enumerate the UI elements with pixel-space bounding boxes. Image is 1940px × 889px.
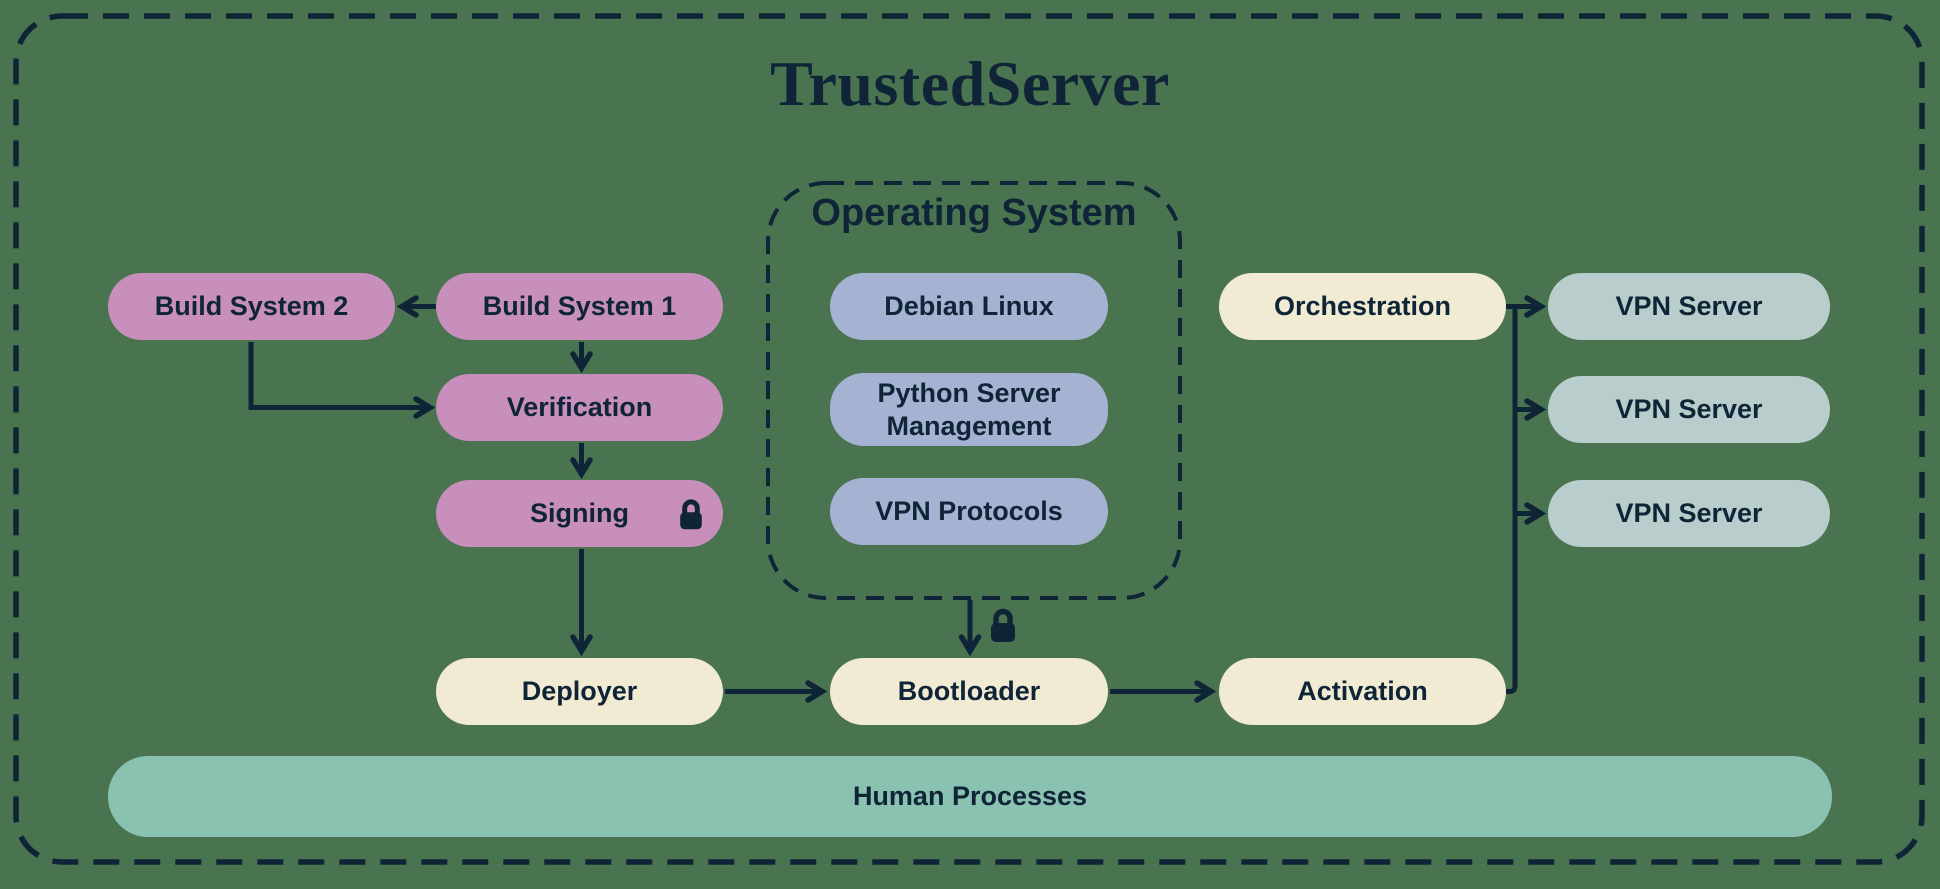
page-title: TrustedServer: [770, 48, 1170, 119]
bar-label: Human Processes: [852, 781, 1088, 811]
node-label: VPN Protocols: [875, 496, 1063, 527]
node-vpn-server-1: VPN Server: [1548, 273, 1830, 340]
node-deployer: Deployer: [436, 658, 723, 725]
node-python-server-management: Python Server Management: [830, 373, 1108, 446]
node-orchestration: Orchestration: [1219, 273, 1506, 340]
node-label: Python Server Management: [877, 378, 1061, 441]
node-label: VPN Server: [1615, 394, 1763, 425]
node-label: Build System 2: [154, 291, 349, 322]
node-debian-linux: Debian Linux: [830, 273, 1108, 340]
node-label: Activation: [1297, 676, 1428, 707]
node-signing: Signing: [436, 480, 723, 547]
operating-system-dashed-border: [766, 181, 1182, 600]
human-processes-bar: Human Processes: [108, 756, 1832, 837]
lock-icon: [991, 608, 1015, 642]
node-label: Verification: [506, 392, 653, 423]
node-vpn-protocols: VPN Protocols: [830, 478, 1108, 545]
node-label: Orchestration: [1273, 291, 1452, 322]
node-verification: Verification: [436, 374, 723, 441]
node-build-system-1: Build System 1: [436, 273, 723, 340]
node-bootloader: Bootloader: [830, 658, 1108, 725]
node-vpn-server-3: VPN Server: [1548, 480, 1830, 547]
lock-icon: [680, 498, 702, 529]
node-activation: Activation: [1219, 658, 1506, 725]
arrow-bs2-to-verification: [248, 342, 436, 419]
node-build-system-2: Build System 2: [108, 273, 395, 340]
node-vpn-server-2: VPN Server: [1548, 376, 1830, 443]
node-label: Bootloader: [897, 676, 1041, 707]
node-label: Debian Linux: [884, 291, 1054, 322]
node-label: Deployer: [521, 676, 638, 707]
operating-system-group-title: Operating System: [811, 192, 1137, 234]
node-label: Signing: [530, 498, 629, 529]
outer-dashed-border: [13, 13, 1925, 865]
node-label: Build System 1: [482, 291, 677, 322]
node-label: VPN Server: [1615, 498, 1763, 529]
line-activation-to-bus: [1506, 306, 1518, 694]
node-label: VPN Server: [1615, 291, 1763, 322]
